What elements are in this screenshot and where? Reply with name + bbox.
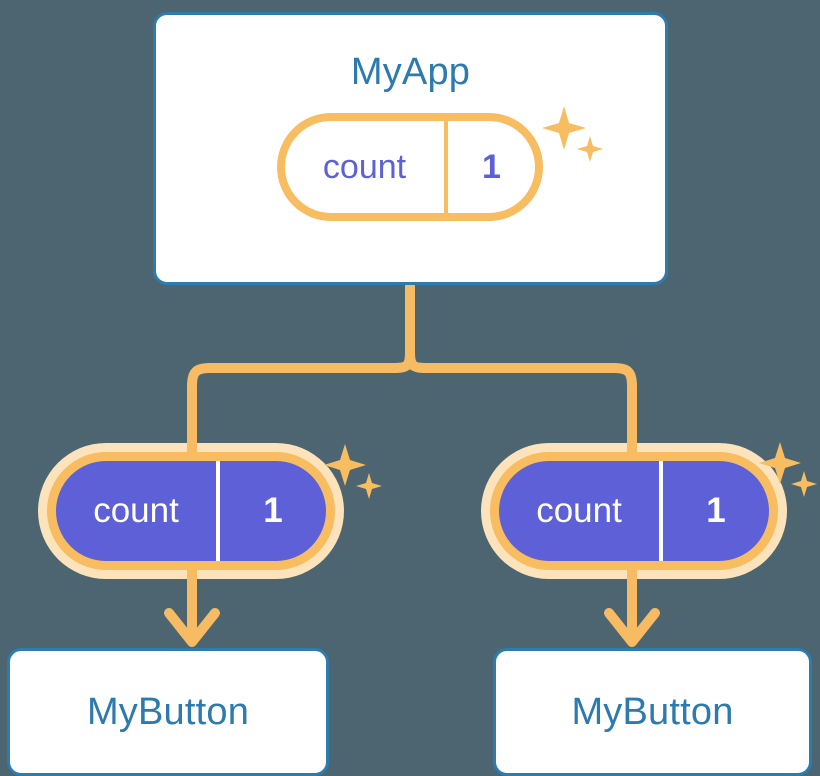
state-key: count — [499, 461, 663, 561]
state-pill-body: count 1 — [47, 452, 335, 570]
state-pill-child-left[interactable]: count 1 — [38, 443, 344, 579]
state-key: count — [56, 461, 220, 561]
arrow-down-icon-right — [604, 561, 660, 647]
arrow-down-icon-left — [164, 561, 220, 647]
state-pill-body: count 1 — [490, 452, 778, 570]
mybutton-label: MyButton — [571, 690, 734, 733]
state-value: 1 — [263, 491, 283, 530]
mybutton-label: MyButton — [86, 690, 250, 733]
state-pill-child-right[interactable]: count 1 — [481, 443, 787, 579]
state-value: 1 — [706, 491, 726, 530]
page-title: MyApp — [350, 51, 471, 93]
mybutton-card-right[interactable]: MyButton — [493, 648, 812, 776]
mybutton-card-left[interactable]: MyButton — [7, 648, 329, 776]
branch-fork-connector — [187, 281, 637, 467]
state-value: 1 — [482, 147, 501, 186]
state-pill-myapp[interactable]: count 1 — [268, 104, 552, 230]
state-pill-body: count 1 — [277, 113, 543, 221]
state-key: count — [285, 121, 448, 213]
